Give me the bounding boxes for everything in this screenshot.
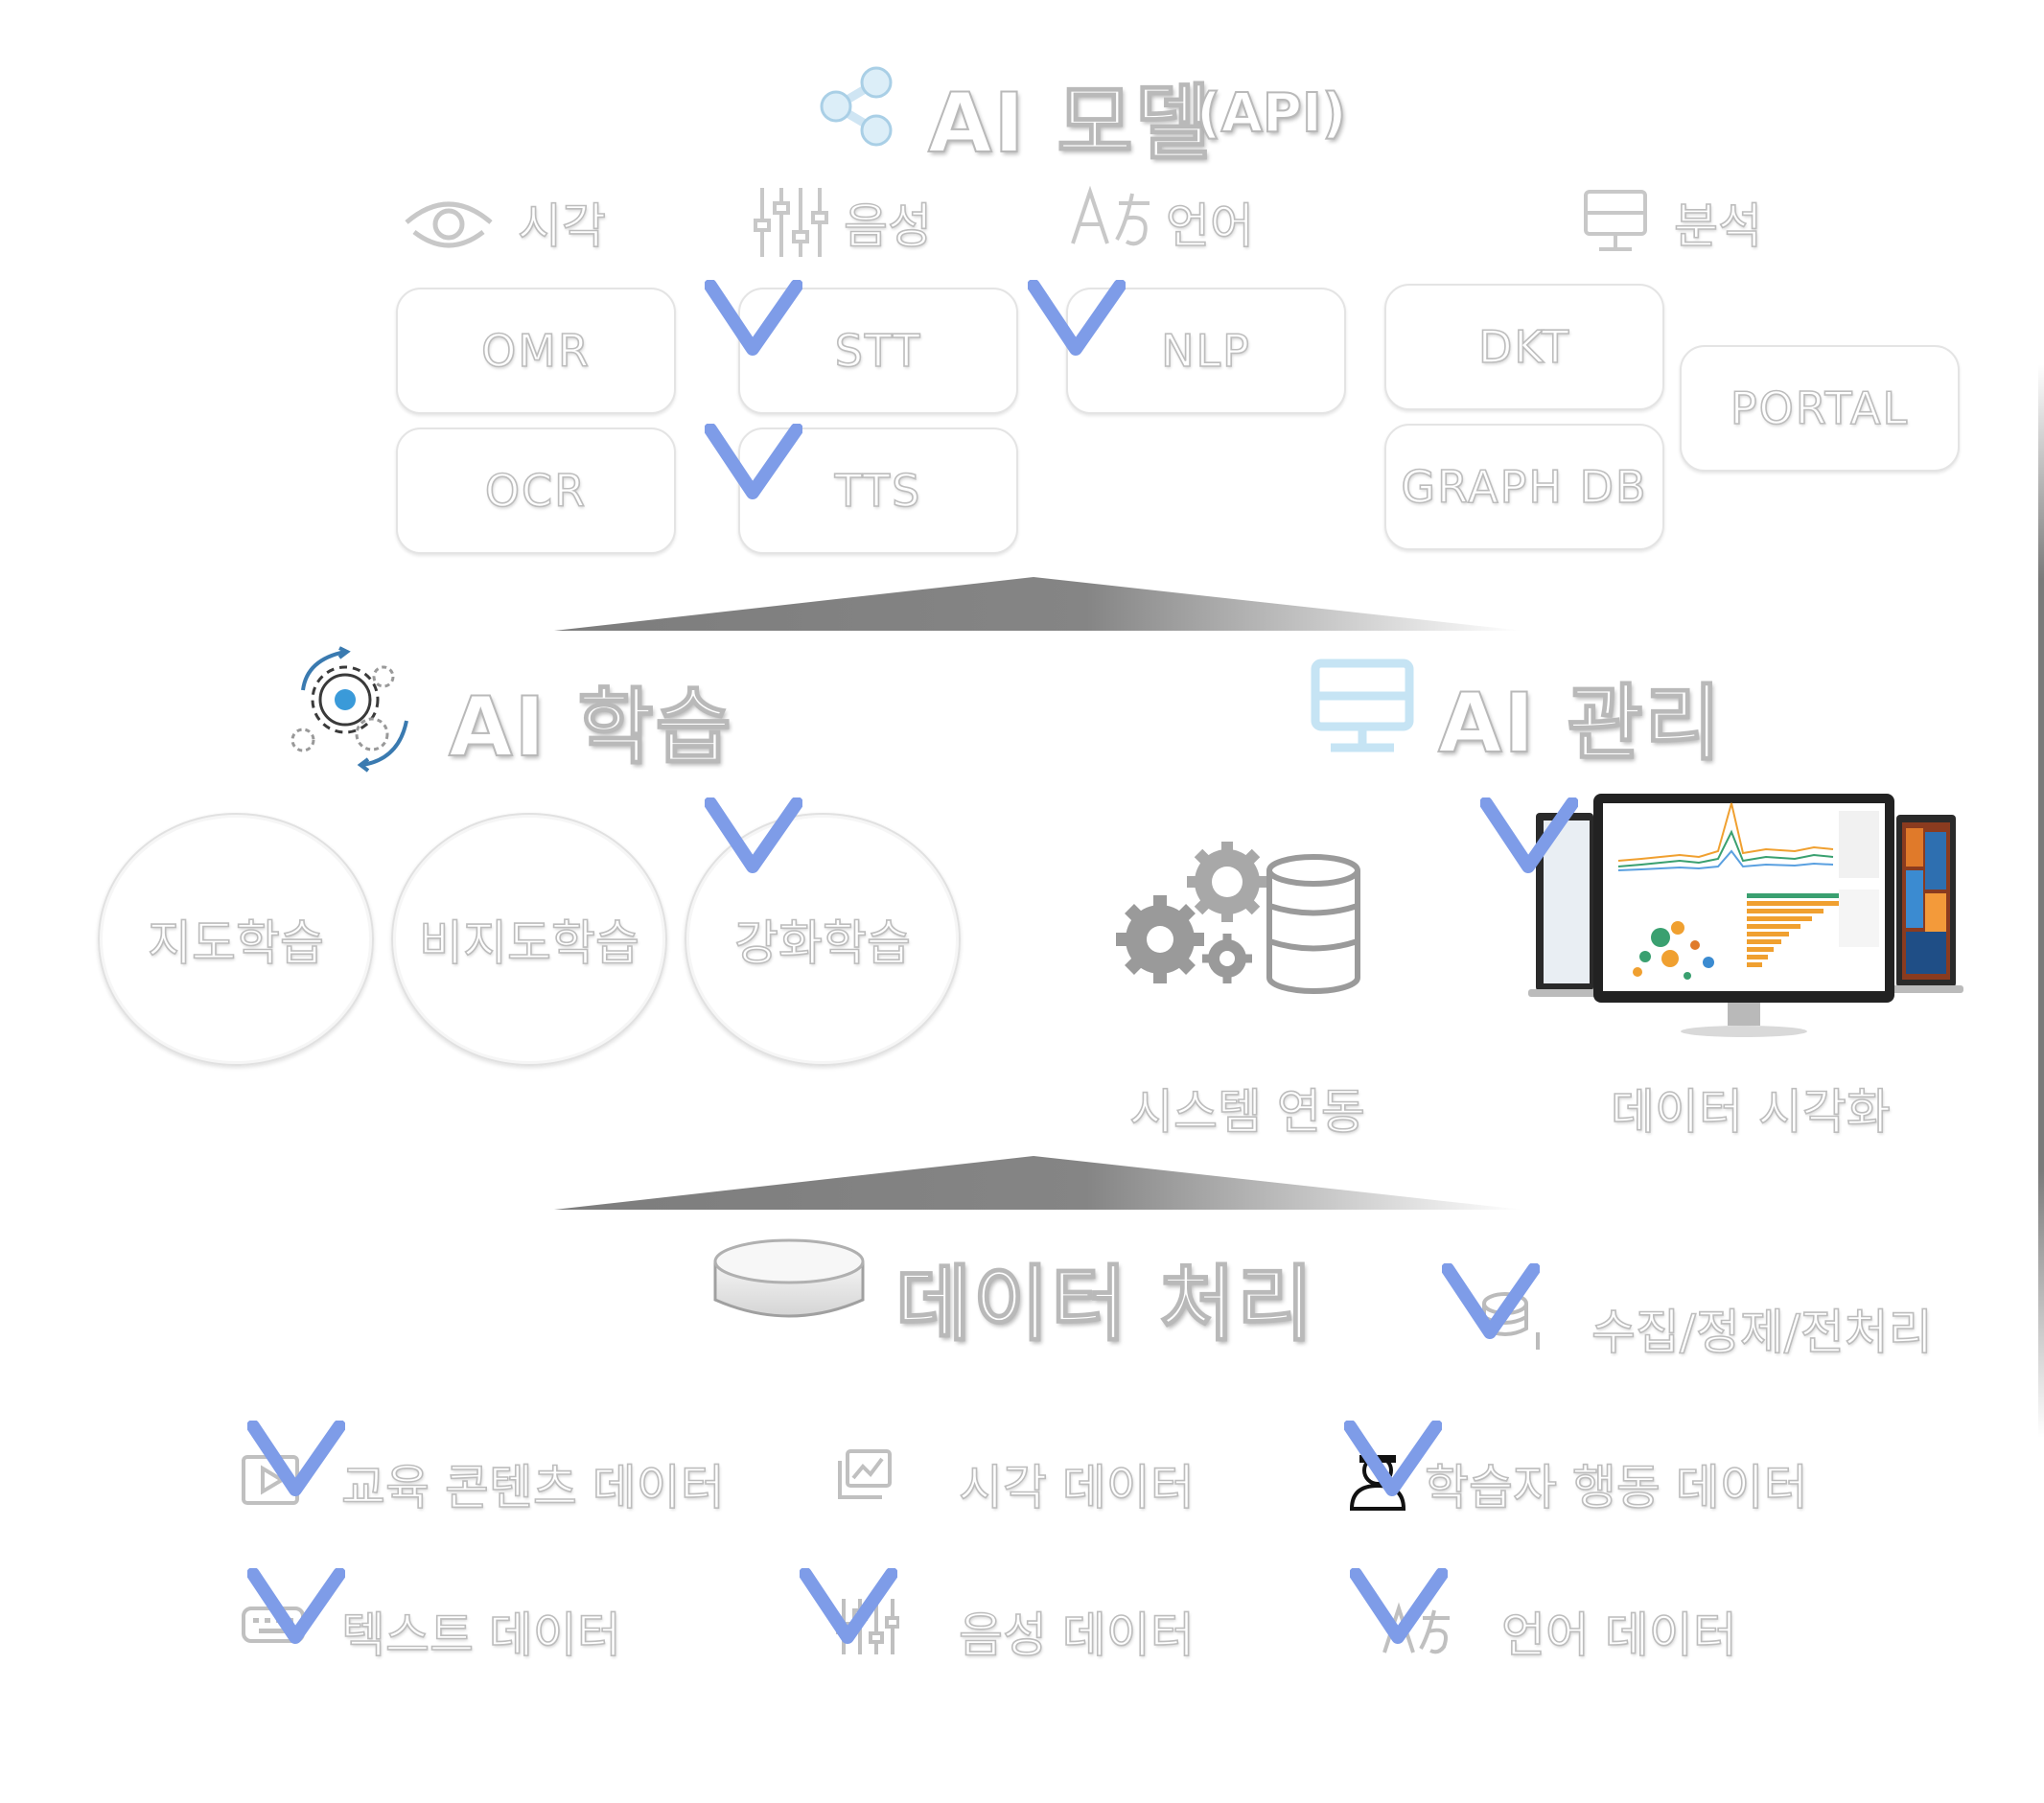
label-process: 수집/정제/전처리 <box>1591 1304 1933 1361</box>
check-icon <box>1442 1263 1540 1339</box>
dashboard-screens <box>1526 794 1963 1045</box>
disk-icon <box>711 1237 867 1332</box>
label-visual-data: 시각 데이터 <box>958 1459 1196 1516</box>
label-data-visualization: 데이터 시각화 <box>1610 1083 1892 1141</box>
check-icon <box>705 797 802 873</box>
box-stt[interactable]: STT <box>738 288 1018 414</box>
check-icon <box>247 1421 345 1496</box>
label-text-data: 텍스트 데이터 <box>340 1607 622 1664</box>
share-icon <box>813 63 899 150</box>
label-system-integration: 시스템 연동 <box>1128 1083 1366 1141</box>
page-edge-shadow <box>2038 364 2044 1438</box>
box-portal[interactable]: PORTAL <box>1680 345 1960 472</box>
monitor-icon <box>1582 188 1649 255</box>
circle-reinforcement[interactable]: 강화학습 <box>685 813 961 1066</box>
check-icon <box>1344 1421 1442 1496</box>
gears-cycle-icon <box>284 640 418 774</box>
check-icon <box>705 280 802 356</box>
category-vision: 시각 <box>517 197 607 255</box>
image-chart-icon <box>836 1447 894 1501</box>
circle-unsupervised[interactable]: 비지도학습 <box>391 813 667 1066</box>
category-analysis: 분석 <box>1673 197 1763 255</box>
check-icon <box>705 424 802 499</box>
box-omr[interactable]: OMR <box>396 288 676 414</box>
equalizer-icon <box>753 184 829 261</box>
box-nlp[interactable]: NLP <box>1066 288 1346 414</box>
check-icon <box>1350 1568 1448 1644</box>
category-language: 언어 <box>1165 197 1255 255</box>
separator-wedge <box>554 577 1522 631</box>
separator-wedge <box>554 1156 1522 1210</box>
model-title: AI 모델 <box>927 75 1213 173</box>
circle-supervised[interactable]: 지도학습 <box>98 813 374 1066</box>
learning-title: AI 학습 <box>448 679 733 776</box>
eye-icon <box>401 184 497 261</box>
check-icon <box>800 1568 897 1644</box>
model-title-suffix: (API) <box>1196 81 1347 146</box>
check-icon <box>1480 797 1578 873</box>
data-title: 데이터 처리 <box>894 1256 1315 1353</box>
label-learner-behavior-data: 학습자 행동 데이터 <box>1424 1459 1808 1516</box>
monitor-icon <box>1310 658 1415 753</box>
check-icon <box>247 1568 345 1644</box>
management-title: AI 관리 <box>1437 675 1723 773</box>
label-language-data: 언어 데이터 <box>1500 1607 1738 1664</box>
box-ocr[interactable]: OCR <box>396 428 676 554</box>
check-icon <box>1028 280 1126 356</box>
box-graph-db[interactable]: GRAPH DB <box>1384 424 1664 550</box>
label-edu-content-data: 교육 콘텐츠 데이터 <box>340 1459 725 1516</box>
category-voice: 음성 <box>843 197 933 255</box>
gears-database-icon <box>1112 824 1361 1016</box>
box-dkt[interactable]: DKT <box>1384 284 1664 410</box>
label-voice-data: 음성 데이터 <box>958 1607 1196 1664</box>
translate-icon <box>1069 184 1155 251</box>
